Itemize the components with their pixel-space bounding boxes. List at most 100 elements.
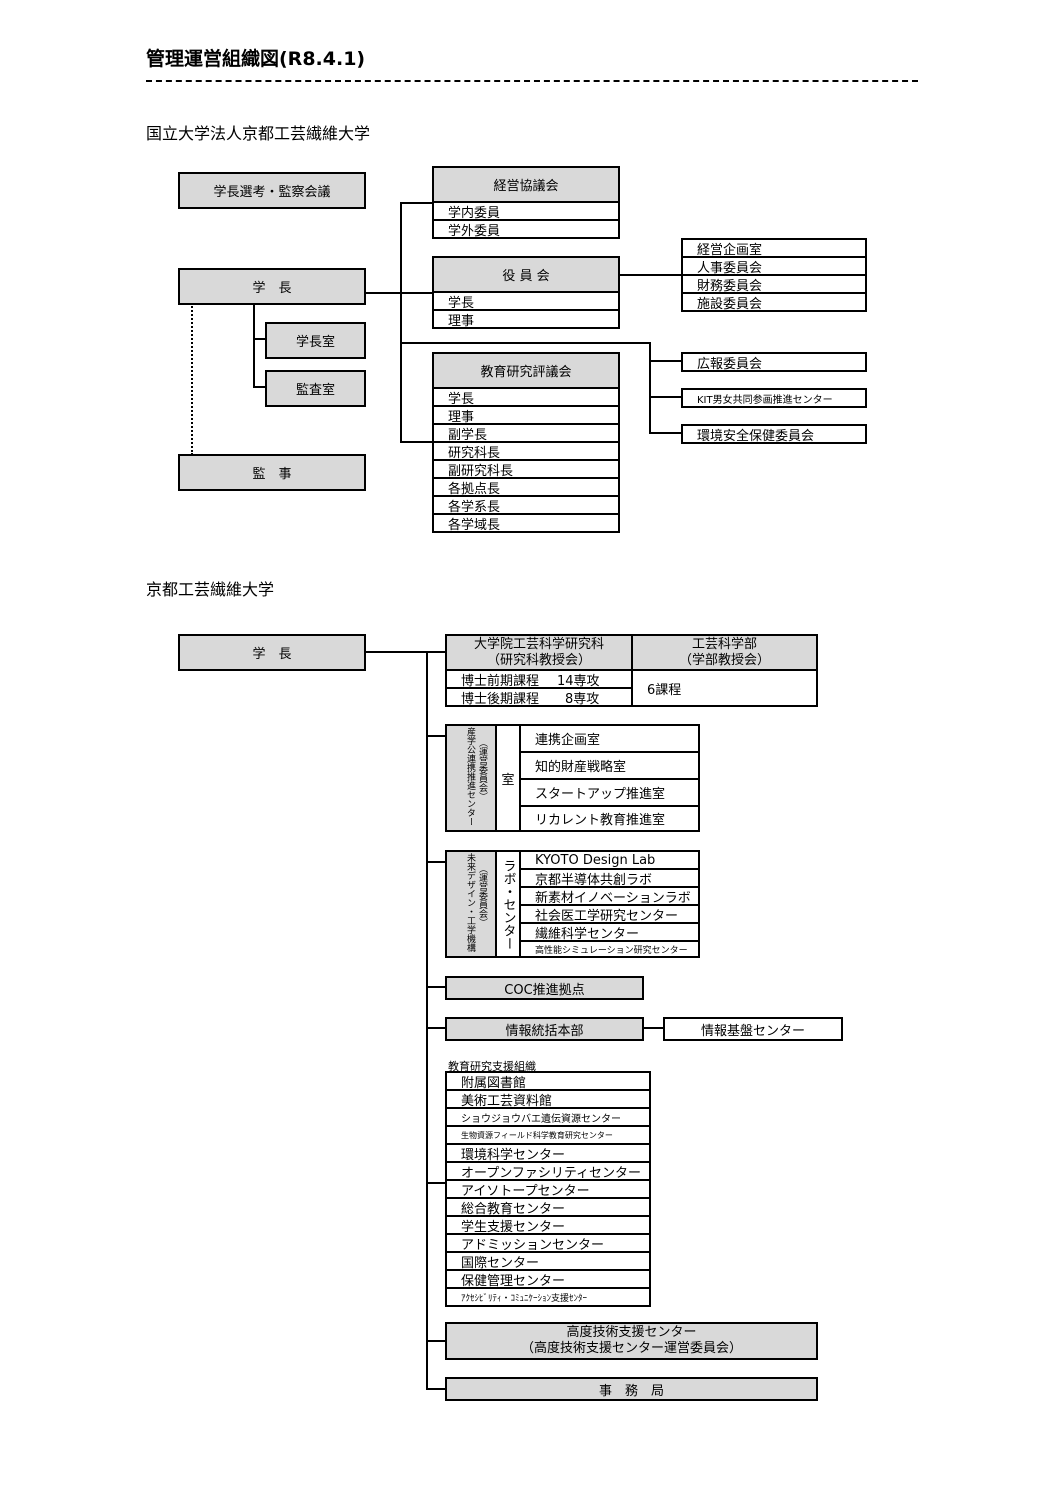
connector: [426, 1388, 445, 1390]
industry-room: スタートアップ推進室: [519, 778, 700, 807]
connector: [649, 432, 681, 434]
grad-course-count: 8専攻: [565, 691, 600, 707]
future-org-name: 未来デザイン・工学機構: [465, 853, 475, 952]
connector: [618, 274, 681, 276]
future-lab: 社会医工学研究センター: [519, 904, 700, 924]
info-hq-box: 情報統括本部: [445, 1017, 644, 1041]
future-lab: 京都半導体共創ラボ: [519, 868, 700, 888]
mgmt-council-box: 経営協議会: [432, 166, 620, 203]
tech-center-name: 高度技術支援センター: [566, 1325, 697, 1340]
other-committee: 環境安全保健委員会: [681, 424, 867, 444]
mgmt-council-member: 学内委員: [432, 201, 620, 221]
future-group-label: ラボ・センター: [495, 850, 521, 958]
future-org-committee: （運営委員会）: [477, 864, 487, 927]
corp-heading: 国立大学法人京都工芸繊維大学: [146, 124, 371, 143]
connector: [400, 342, 650, 344]
grad-school-name: 大学院工芸科学研究科: [473, 636, 604, 652]
connector: [364, 292, 432, 294]
grad-school-sub: （研究科教授会）: [486, 652, 591, 668]
tech-center-box: 高度技術支援センター （高度技術支援センター運営委員会）: [445, 1322, 818, 1360]
connector: [426, 651, 428, 1390]
connector: [253, 303, 255, 387]
board-member: 学長: [432, 291, 620, 311]
edu-council-member: 各拠点長: [432, 477, 620, 497]
connector: [426, 735, 445, 737]
support-unit: オープンファシリティセンター: [445, 1161, 651, 1181]
edu-council-member: 学長: [432, 387, 620, 407]
support-unit: 生物資源フィールド科学教育研究センター: [445, 1125, 651, 1145]
connector: [253, 338, 265, 340]
support-unit: 美術工芸資料館: [445, 1089, 651, 1109]
future-lab: 繊維科学センター: [519, 922, 700, 942]
other-committee: KIT男女共同参画推進センター: [681, 388, 867, 408]
connector: [426, 1027, 445, 1029]
future-lab: KYOTO Design Lab: [519, 850, 700, 870]
industry-group-label: 室: [495, 724, 521, 832]
univ-heading: 京都工芸繊維大学: [146, 580, 275, 599]
support-unit: ショウジョウバエ遺伝資源センター: [445, 1107, 651, 1127]
univ-president-box: 学 長: [178, 634, 366, 671]
grad-course-row: 博士後期課程 8専攻: [445, 687, 633, 707]
grad-course-label: 博士後期課程: [461, 691, 540, 707]
connector: [649, 342, 651, 434]
future-org-label: [445, 850, 497, 958]
industry-room: 連携企画室: [519, 724, 700, 753]
support-unit: ｱｸｾｼﾋﾞﾘﾃｨ・ｺﾐｭﾆｹｰｼｮﾝ支援ｾﾝﾀｰ: [445, 1287, 651, 1307]
board-committee: 財務委員会: [681, 274, 867, 294]
connector: [643, 1027, 663, 1029]
edu-council-member: 理事: [432, 405, 620, 425]
board-box: 役 員 会: [432, 256, 620, 293]
support-unit: アイソトープセンター: [445, 1179, 651, 1199]
support-unit: アドミッションセンター: [445, 1233, 651, 1253]
connector: [400, 202, 402, 443]
edu-council-member: 研究科長: [432, 441, 620, 461]
industry-center-committee: （運営委員会）: [477, 738, 487, 801]
faculty-courses: 6課程: [631, 669, 818, 707]
connector: [364, 651, 426, 653]
support-unit: 総合教育センター: [445, 1197, 651, 1217]
industry-room: リカレント教育推進室: [519, 805, 700, 832]
connector: [649, 360, 681, 362]
auditor-dotted-link: [191, 303, 193, 455]
connector: [426, 1340, 445, 1342]
edu-council-member: 副研究科長: [432, 459, 620, 479]
support-unit: 学生支援センター: [445, 1215, 651, 1235]
future-lab: 高性能シミュレーション研究センター: [519, 940, 700, 958]
audit-office-box: 監査室: [265, 370, 366, 407]
connector: [400, 202, 432, 204]
connector: [253, 386, 265, 388]
connector: [649, 396, 681, 398]
grad-course-count: 14専攻: [557, 673, 600, 689]
president-office-box: 学長室: [265, 322, 366, 359]
connector: [400, 441, 432, 443]
board-committee: 経営企画室: [681, 238, 867, 258]
support-unit: 附属図書館: [445, 1071, 651, 1091]
board-committee: 施設委員会: [681, 292, 867, 312]
faculty-name: 工芸科学部: [691, 636, 757, 652]
edu-council-member: 副学長: [432, 423, 620, 443]
president-box: 学 長: [178, 268, 366, 305]
industry-room: 知的財産戦略室: [519, 751, 700, 780]
board-member: 理事: [432, 309, 620, 329]
edu-council-box: 教育研究評議会: [432, 352, 620, 389]
board-committee: 人事委員会: [681, 256, 867, 276]
grad-school-box: 大学院工芸科学研究科 （研究科教授会）: [445, 634, 633, 671]
edu-council-member: 各学系長: [432, 495, 620, 515]
connector: [426, 1182, 445, 1184]
auditor-box: 監 事: [178, 454, 366, 491]
support-unit: 環境科学センター: [445, 1143, 651, 1163]
tech-center-sub: （高度技術支援センター運営委員会）: [520, 1341, 742, 1356]
connector: [426, 986, 445, 988]
support-unit: 国際センター: [445, 1251, 651, 1271]
faculty-box: 工芸科学部 （学部教授会）: [631, 634, 818, 671]
title-divider: [146, 80, 918, 82]
grad-course-label: 博士前期課程: [461, 673, 540, 689]
info-center-box: 情報基盤センター: [663, 1017, 843, 1041]
connector: [426, 651, 445, 653]
industry-center-name: 産学公連携推進センター: [465, 727, 475, 826]
support-unit: 保健管理センター: [445, 1269, 651, 1289]
edu-council-member: 各学域長: [432, 513, 620, 533]
grad-course-row: 博士前期課程 14専攻: [445, 669, 633, 689]
future-lab: 新素材イノベーションラボ: [519, 886, 700, 906]
page-title: 管理運営組織図(R8.4.1): [146, 48, 366, 70]
